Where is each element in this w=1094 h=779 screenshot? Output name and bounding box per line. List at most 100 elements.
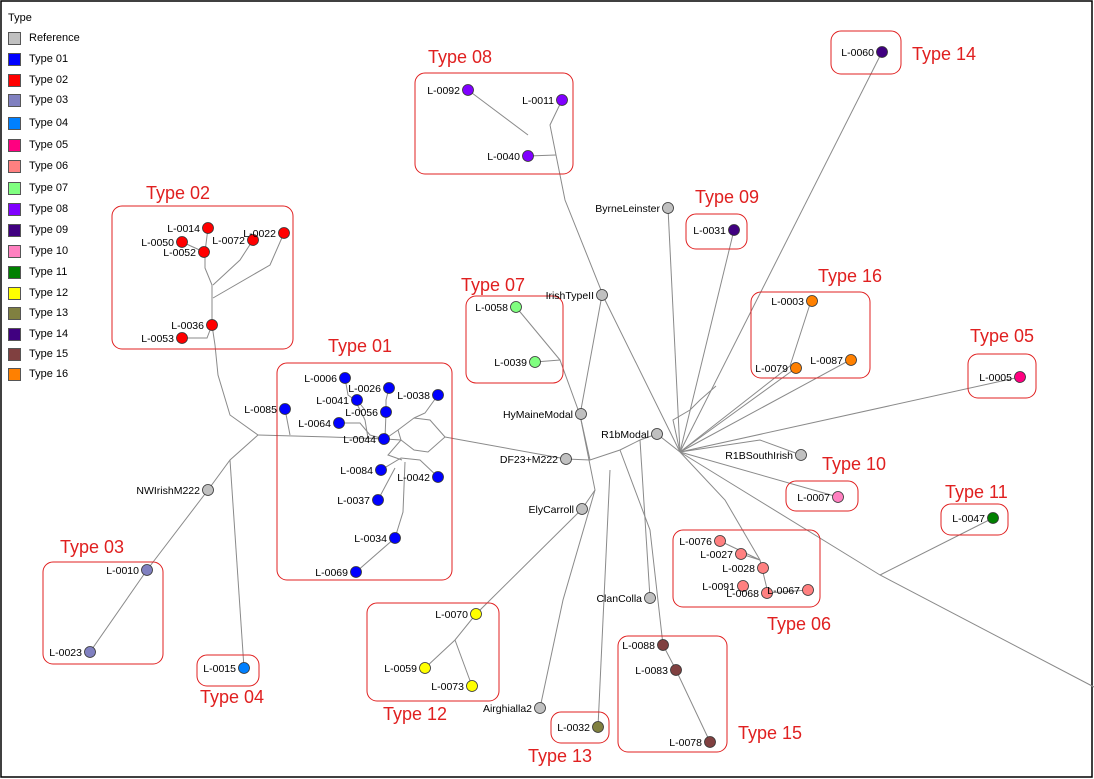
group-box xyxy=(276,362,453,581)
legend-label: Type 15 xyxy=(29,348,69,360)
node-label: L-0034 xyxy=(354,533,387,545)
group-label: Type 12 xyxy=(383,704,447,724)
legend-label: Type 13 xyxy=(29,307,69,319)
group-label: Type 03 xyxy=(60,537,124,557)
node-marker xyxy=(534,702,546,714)
node-marker xyxy=(84,646,96,658)
legend-item: Reference xyxy=(8,30,80,46)
legend-label: Type 06 xyxy=(29,160,69,172)
group-label: Type 06 xyxy=(767,614,831,634)
node-marker xyxy=(529,356,541,368)
node-marker xyxy=(644,592,656,604)
node-label: L-0036 xyxy=(171,320,204,332)
legend-swatch xyxy=(8,327,21,341)
legend-swatch xyxy=(8,286,21,300)
legend-item: Type 01 xyxy=(8,51,68,67)
group-box xyxy=(196,654,260,687)
node-label: DF23+M222 xyxy=(500,454,558,466)
legend-label: Reference xyxy=(29,32,80,44)
node-label: R1bModal xyxy=(601,429,649,441)
legend-swatch xyxy=(8,159,21,173)
legend-swatch xyxy=(8,181,21,195)
group-label: Type 14 xyxy=(912,44,976,64)
node-label: HyMaineModal xyxy=(503,409,573,421)
legend-label: Type 14 xyxy=(29,328,69,340)
node-label: L-0041 xyxy=(316,395,349,407)
node-marker xyxy=(510,301,522,313)
node-label: L-0010 xyxy=(106,565,139,577)
node-marker xyxy=(651,428,663,440)
legend-item: Type 09 xyxy=(8,222,68,238)
node-marker xyxy=(380,406,392,418)
node-marker xyxy=(596,289,608,301)
node-label: L-0053 xyxy=(141,333,174,345)
node-marker xyxy=(728,224,740,236)
node-label: L-0072 xyxy=(212,235,245,247)
node-label: L-0058 xyxy=(475,302,508,314)
node-marker xyxy=(238,662,250,674)
node-label: L-0032 xyxy=(557,722,590,734)
node-marker xyxy=(206,319,218,331)
node-label: L-0015 xyxy=(203,663,236,675)
group-label: Type 10 xyxy=(822,454,886,474)
node-label: L-0050 xyxy=(141,237,174,249)
node-label: L-0078 xyxy=(669,737,702,749)
legend-swatch xyxy=(8,52,21,66)
legend-label: Type 07 xyxy=(29,182,69,194)
node-label: L-0040 xyxy=(487,151,520,163)
legend-item: Type 04 xyxy=(8,115,68,131)
legend-label: Type 03 xyxy=(29,94,69,106)
legend-item: Type 03 xyxy=(8,92,68,108)
node-marker xyxy=(333,417,345,429)
group-label: Type 13 xyxy=(528,746,592,766)
node-label: L-0031 xyxy=(693,225,726,237)
group-box xyxy=(550,711,610,744)
node-label: L-0085 xyxy=(244,404,277,416)
node-label: L-0028 xyxy=(722,563,755,575)
group-box xyxy=(685,213,748,250)
node-label: L-0060 xyxy=(841,47,874,59)
node-label: L-0083 xyxy=(635,665,668,677)
legend-swatch xyxy=(8,244,21,258)
legend-swatch xyxy=(8,347,21,361)
node-label: L-0007 xyxy=(797,492,830,504)
group-box xyxy=(42,561,164,665)
node-marker xyxy=(575,408,587,420)
node-marker xyxy=(592,721,604,733)
node-marker xyxy=(662,202,674,214)
node-label: L-0006 xyxy=(304,373,337,385)
legend-item: Type 12 xyxy=(8,285,68,301)
node-marker xyxy=(466,680,478,692)
node-label: L-0042 xyxy=(397,472,430,484)
node-label: L-0047 xyxy=(952,513,985,525)
node-marker xyxy=(560,453,572,465)
node-marker xyxy=(802,584,814,596)
legend-label: Type 01 xyxy=(29,53,69,65)
legend-swatch xyxy=(8,31,21,45)
node-label: L-0079 xyxy=(755,363,788,375)
node-marker xyxy=(383,382,395,394)
group-box xyxy=(366,602,500,702)
legend-item: Type 13 xyxy=(8,305,68,321)
node-marker xyxy=(372,494,384,506)
node-label: L-0092 xyxy=(427,85,460,97)
node-marker xyxy=(735,548,747,560)
node-marker xyxy=(202,222,214,234)
group-box xyxy=(785,480,859,512)
node-marker xyxy=(522,150,534,162)
group-label: Type 02 xyxy=(146,183,210,203)
node-marker xyxy=(757,562,769,574)
legend-item: Type 15 xyxy=(8,346,68,362)
node-label: L-0039 xyxy=(494,357,527,369)
node-label: NWIrishM222 xyxy=(136,485,200,497)
legend-swatch xyxy=(8,93,21,107)
node-label: L-0084 xyxy=(340,465,373,477)
legend-label: Type 08 xyxy=(29,203,69,215)
legend-swatch xyxy=(8,202,21,216)
legend-item: Type 11 xyxy=(8,264,67,280)
node-marker xyxy=(714,535,726,547)
